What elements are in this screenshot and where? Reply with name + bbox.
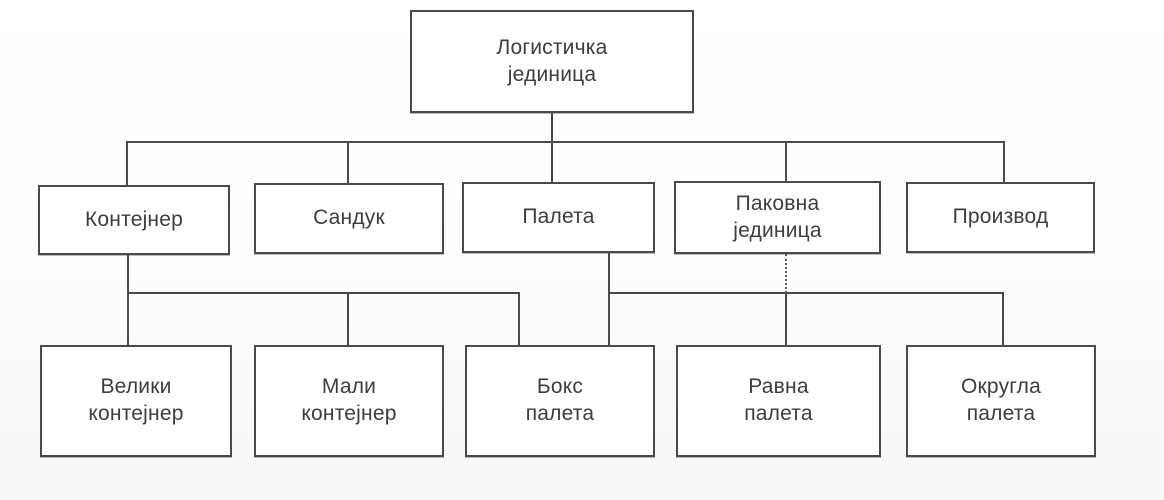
node-label: Бокс палета [525, 375, 595, 425]
connector-drop-proizvod [1003, 141, 1005, 182]
node-label: Производ [952, 205, 1049, 229]
connector-kontejner-bus [127, 292, 520, 294]
connector-root-stem [551, 113, 553, 142]
connector-drop-mali-kontejner [347, 292, 349, 345]
connector-dotted-pakovna-ravna [785, 254, 787, 293]
node-label: Равна палета [744, 375, 813, 425]
connector-drop-ravna-paleta [785, 292, 787, 345]
node-label: Велики контејнер [88, 375, 184, 425]
node-label: Контејнер [85, 207, 183, 231]
connector-drop-kontejner [126, 141, 128, 185]
node-mali-kontejner[interactable]: Мали контејнер [254, 345, 444, 457]
node-proizvod[interactable]: Производ [906, 182, 1095, 253]
connector-drop-boks-paleta-left [518, 292, 520, 345]
connector-drop-veliki-kontejner [127, 292, 129, 345]
node-boks-paleta[interactable]: Бокс палета [465, 345, 655, 457]
node-paleta[interactable]: Палета [462, 182, 655, 253]
node-logisticka-jedinica[interactable]: Логистичка јединица [410, 10, 694, 113]
node-label: Округла палета [961, 375, 1041, 425]
node-label: Логистичка јединица [496, 35, 608, 86]
node-label: Сандук [313, 206, 385, 230]
connector-level2-bus [126, 141, 1004, 143]
connector-drop-okrugla-paleta [1002, 292, 1004, 345]
node-label: Паковна јединица [733, 191, 822, 242]
node-pakovna-jedinica[interactable]: Паковна јединица [674, 181, 881, 254]
connector-paleta-bus [608, 292, 1004, 294]
node-okrugla-paleta[interactable]: Округла палета [906, 345, 1096, 457]
node-label: Палета [522, 205, 595, 229]
connector-drop-boks-paleta-right [608, 292, 610, 345]
connector-drop-paleta [551, 141, 553, 182]
connector-drop-pakovna-jedinica [785, 141, 787, 181]
node-kontejner[interactable]: Контејнер [38, 185, 230, 255]
node-ravna-paleta[interactable]: Равна палета [676, 345, 881, 457]
connector-stem-paleta-down [608, 253, 610, 293]
connector-drop-sanduk [347, 141, 349, 183]
node-label: Мали контејнер [301, 375, 397, 425]
connector-stem-kontejner-down [127, 255, 129, 293]
node-veliki-kontejner[interactable]: Велики контејнер [40, 345, 232, 457]
node-sanduk[interactable]: Сандук [254, 183, 444, 254]
